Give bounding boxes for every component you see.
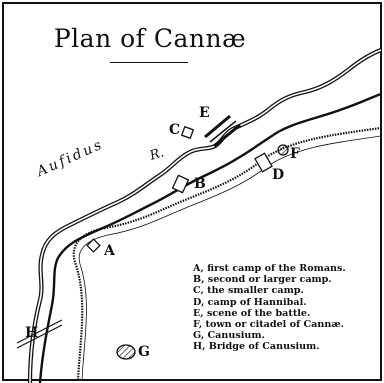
marker-g-town	[116, 344, 136, 360]
marker-a-label: A	[104, 243, 115, 259]
marker-e-label: E	[199, 105, 210, 121]
map-border	[2, 2, 382, 381]
legend-entry-h: H, Bridge of Canusium.	[193, 341, 320, 353]
marker-a-camp	[86, 238, 101, 253]
marker-h-bridge	[16, 319, 63, 349]
marker-f-town	[277, 144, 289, 156]
ridge-shade	[78, 135, 382, 381]
marker-b-label: B	[194, 176, 206, 192]
marker-c-label: C	[169, 122, 181, 138]
marker-e-battle	[204, 114, 241, 148]
marker-d-camp	[254, 152, 273, 173]
river-aufidus-inner	[29, 49, 382, 383]
marker-b-camp	[171, 174, 190, 194]
legend-entry-g: G, Canusium.	[193, 330, 265, 342]
marker-c-camp	[180, 125, 195, 140]
marker-g-label: G	[138, 344, 150, 360]
river-south-bank	[38, 92, 382, 383]
legend-entry-d: D, camp of Hannibal.	[193, 296, 307, 308]
marker-h-label: H	[25, 325, 39, 341]
legend-entry-b: B, second or larger camp.	[193, 274, 332, 286]
legend-entry-a: A, first camp of the Romans.	[193, 263, 346, 274]
title-underline	[110, 62, 188, 63]
map-title: Plan of Cannæ	[53, 24, 247, 53]
legend-entry-c: C, the smaller camp.	[193, 285, 304, 297]
legend-entry-e: E, scene of the battle.	[193, 307, 311, 319]
ridge-line	[72, 126, 382, 381]
map-legend: A, first camp of the Romans. B, second o…	[193, 262, 379, 354]
legend-entry-f: F, town or citadel of Cannæ.	[193, 319, 345, 331]
marker-d-label: D	[272, 167, 285, 183]
marker-f-label: F	[290, 146, 300, 162]
